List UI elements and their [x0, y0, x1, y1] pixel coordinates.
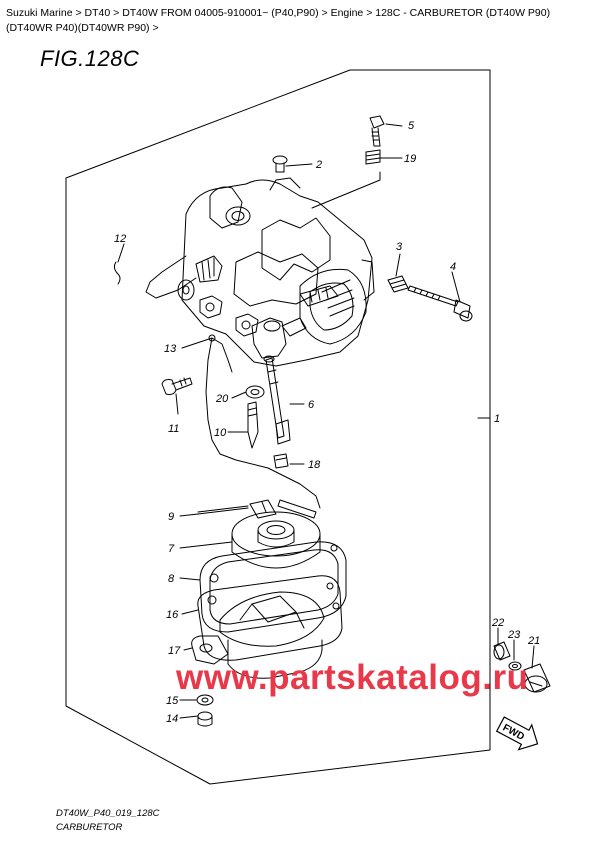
part-21-plug [523, 663, 551, 693]
part-23-washer [508, 661, 522, 671]
figure-name: CARBURETOR [56, 822, 123, 833]
part-13-link [205, 334, 321, 509]
callout-14[interactable]: 14 [166, 713, 178, 725]
part-20-washer [245, 385, 265, 399]
breadcrumb-separator: > [113, 7, 120, 19]
callout-8[interactable]: 8 [168, 573, 175, 585]
breadcrumb-separator: > [321, 7, 328, 19]
callout-13[interactable]: 13 [164, 343, 177, 355]
figure-title: FIG.128C [40, 46, 140, 71]
part-2-screw [272, 155, 288, 173]
callout-numbers: 5 2 19 12 3 4 13 20 6 1 11 10 18 9 7 8 1… [114, 120, 540, 725]
callout-21[interactable]: 21 [527, 635, 540, 647]
callout-12[interactable]: 12 [114, 233, 126, 245]
breadcrumb-item-engine[interactable]: Engine [330, 7, 364, 19]
breadcrumb-item-model[interactable]: DT40W FROM 04005-910001~ (P40,P90) [122, 7, 319, 19]
part-14-screw [197, 711, 213, 727]
part-5-screw [369, 115, 385, 147]
part-17-gasket [191, 635, 229, 665]
breadcrumb-separator: > [366, 7, 373, 19]
part-16-float-chamber [197, 575, 343, 679]
part-18-plug [273, 453, 289, 469]
part-3-spring [387, 275, 409, 293]
breadcrumb-item-suzuki-marine[interactable]: Suzuki Marine [6, 7, 73, 19]
breadcrumb: Suzuki Marine > DT40 > DT40W FROM 04005-… [6, 6, 594, 36]
callout-1[interactable]: 1 [494, 413, 500, 425]
carburetor-body [145, 177, 375, 367]
callout-15[interactable]: 15 [166, 695, 179, 707]
callout-18[interactable]: 18 [308, 459, 321, 471]
assembly-boundary [65, 69, 491, 785]
callout-10[interactable]: 10 [214, 427, 227, 439]
breadcrumb-separator: > [152, 22, 159, 34]
float-pin-clip [249, 499, 317, 519]
part-12-clip [113, 261, 121, 285]
part-7-float [231, 511, 321, 569]
callout-9[interactable]: 9 [168, 511, 174, 523]
part-10-needle [247, 401, 259, 449]
callout-16[interactable]: 16 [166, 609, 179, 621]
breadcrumb-separator: > [75, 7, 82, 19]
watermark-text: www.partskatalog.ru [176, 658, 529, 697]
callout-11[interactable]: 11 [168, 423, 179, 435]
fwd-arrow-icon: FWD [495, 716, 539, 751]
part-19-spring [365, 149, 381, 165]
callout-3[interactable]: 3 [396, 241, 403, 253]
part-6-tube [263, 355, 291, 445]
callout-6[interactable]: 6 [308, 399, 315, 411]
part-15-washer [196, 694, 214, 706]
part-22-cap [493, 641, 511, 661]
callout-22[interactable]: 22 [491, 617, 504, 629]
figure-code: DT40W_P40_019_128C [56, 808, 160, 819]
part-4-screw [407, 285, 473, 322]
breadcrumb-item-dt40[interactable]: DT40 [84, 7, 111, 19]
callout-2[interactable]: 2 [315, 159, 322, 171]
breadcrumb-item-current: 128C - CARBURETOR (DT40W P90)(DT40WR P40… [6, 7, 551, 34]
leader-lines [117, 123, 535, 719]
callout-5[interactable]: 5 [408, 120, 415, 132]
part-11-bolt [161, 377, 193, 395]
callout-20[interactable]: 20 [215, 393, 229, 405]
callout-19[interactable]: 19 [404, 153, 416, 165]
callout-17[interactable]: 17 [168, 645, 181, 657]
part-9-pin [197, 505, 249, 515]
callout-4[interactable]: 4 [450, 261, 456, 273]
callout-23[interactable]: 23 [507, 629, 521, 641]
callout-7[interactable]: 7 [168, 543, 175, 555]
